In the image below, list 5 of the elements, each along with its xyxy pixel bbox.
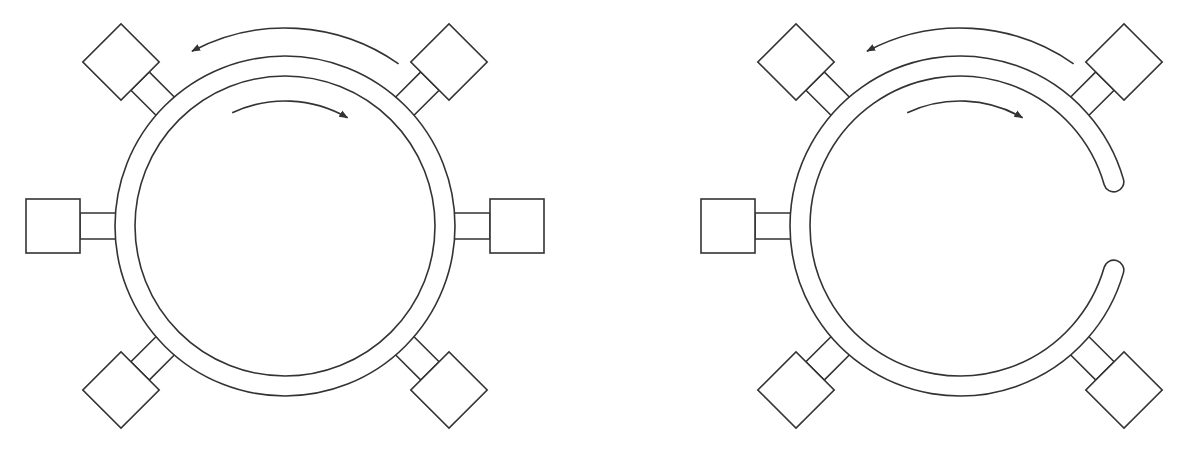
ring bbox=[789, 55, 1125, 397]
station-box bbox=[700, 198, 756, 254]
station-box bbox=[489, 198, 545, 254]
station-box bbox=[25, 198, 81, 254]
ring bbox=[114, 55, 456, 397]
